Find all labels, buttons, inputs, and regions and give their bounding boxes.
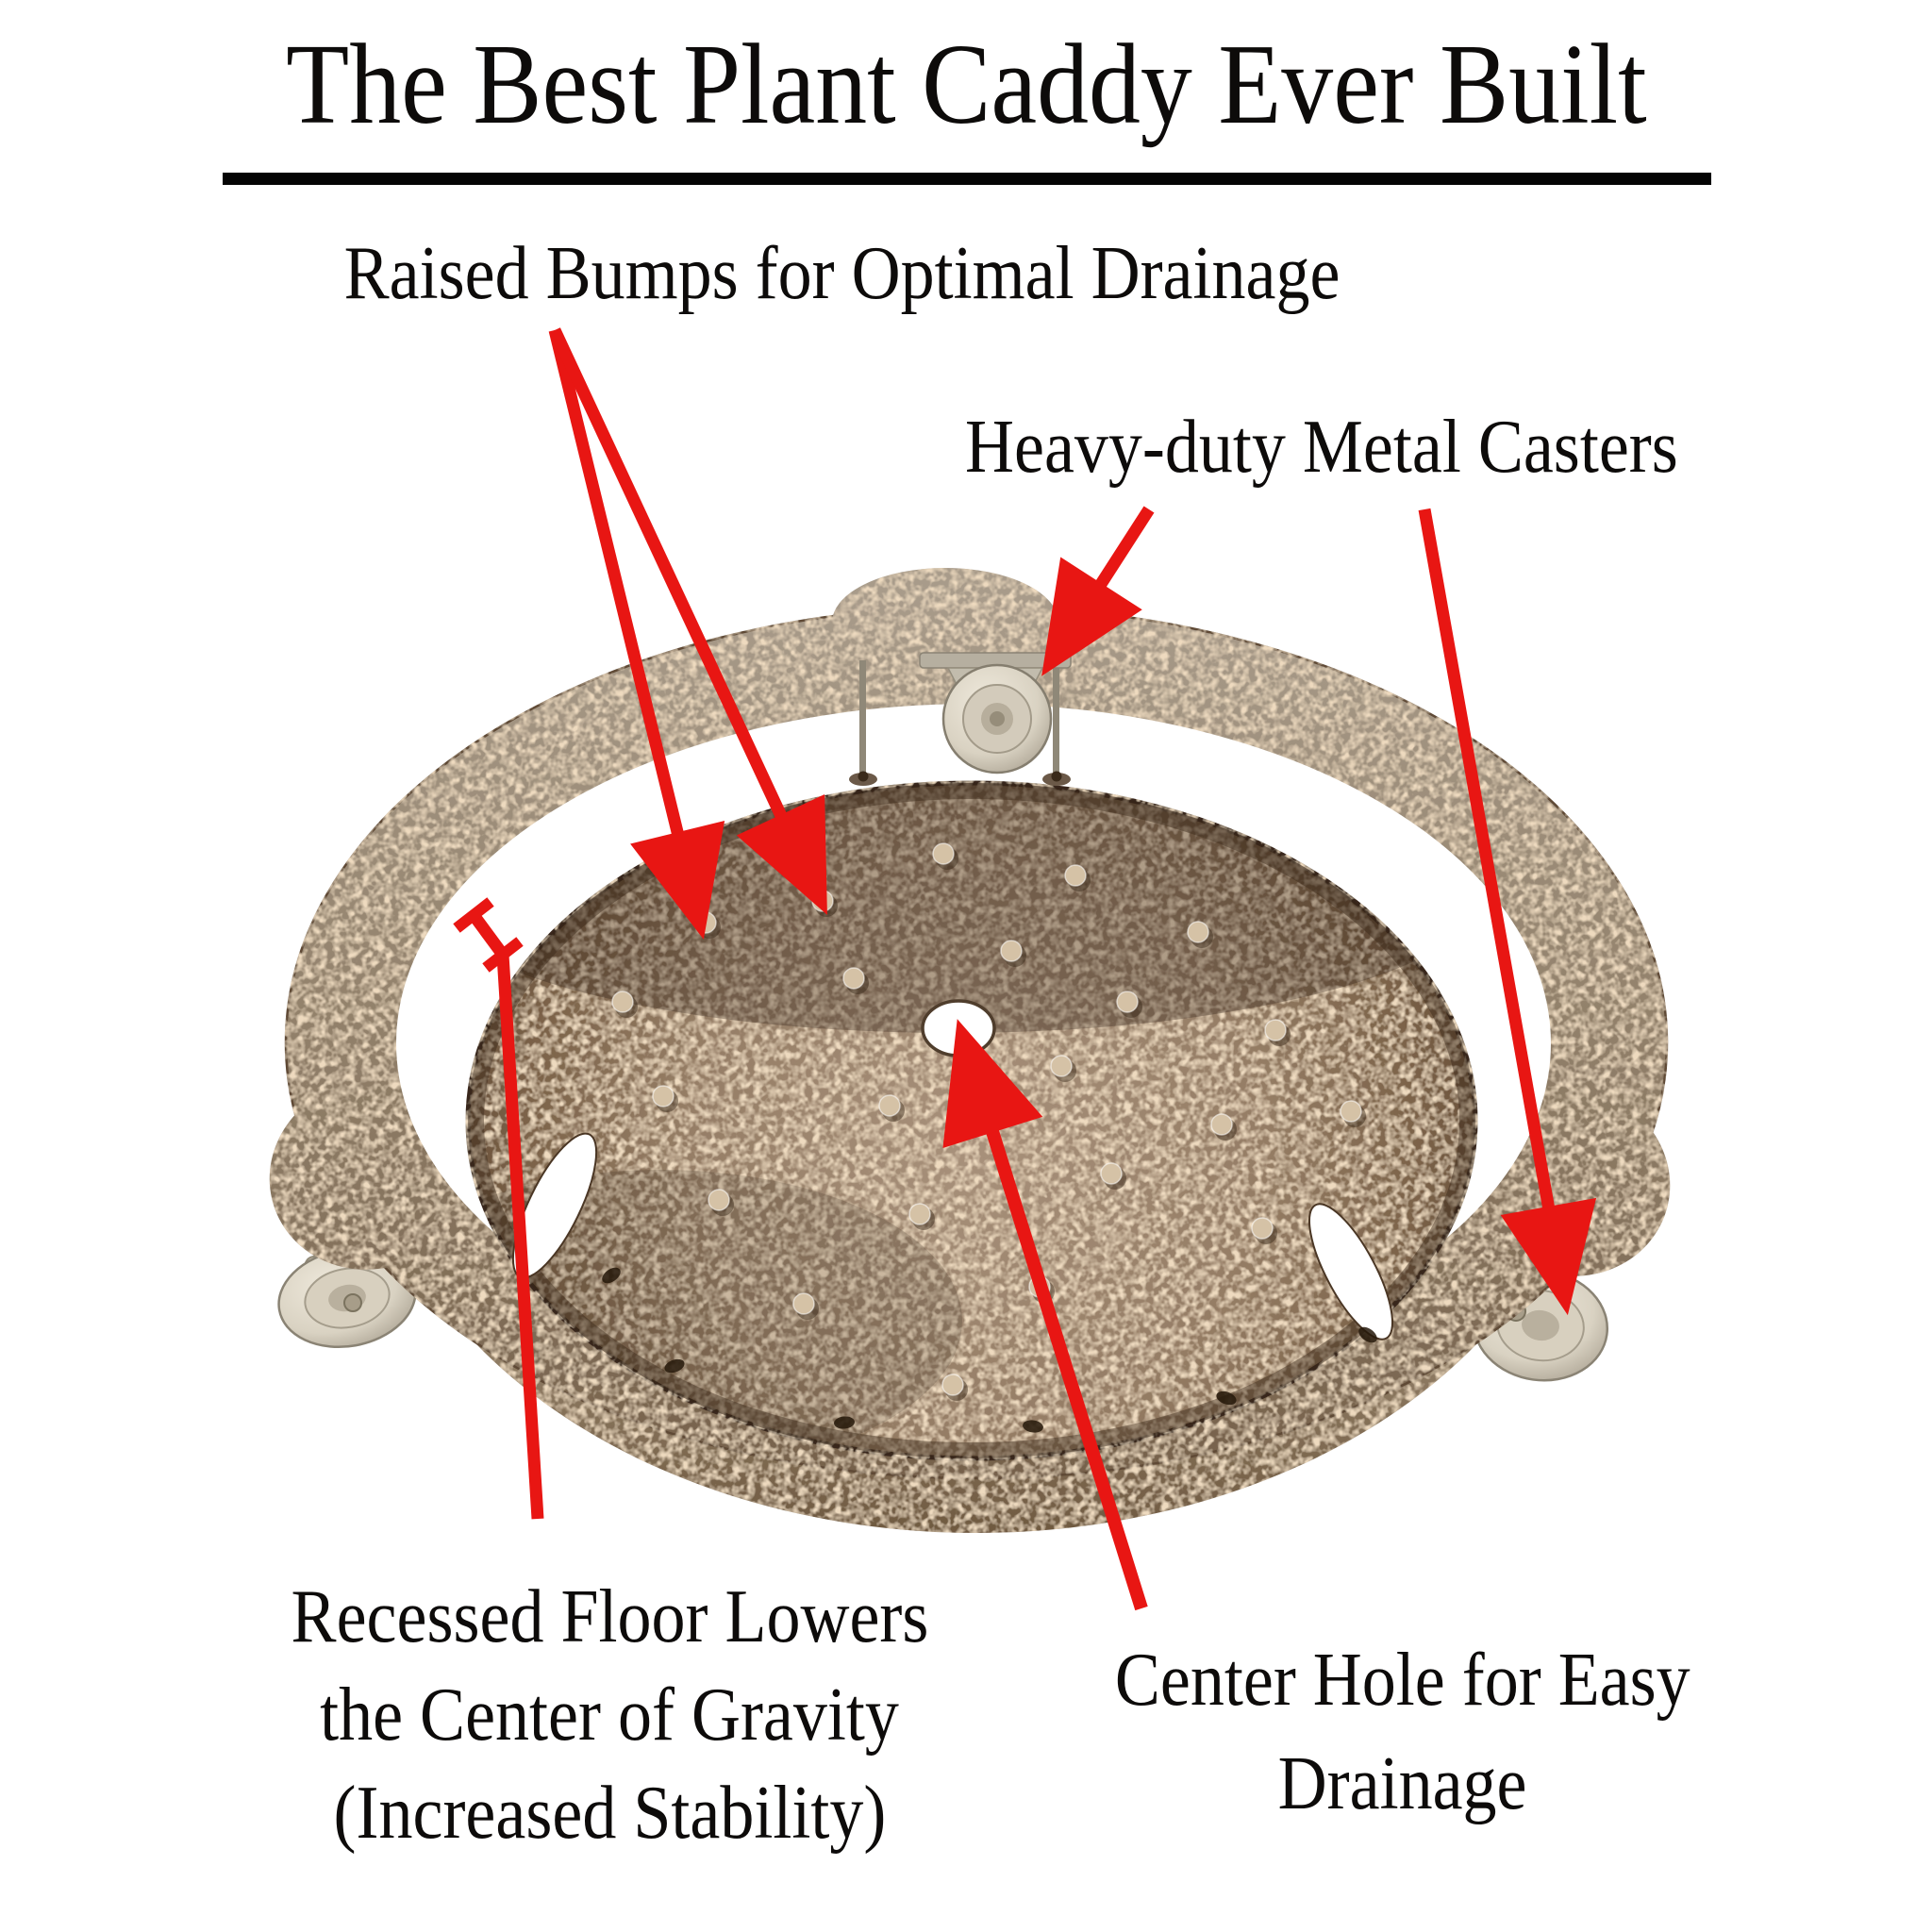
callout-metal-casters-text: Heavy-duty Metal Casters (965, 406, 1678, 489)
drainage-bumps (611, 842, 1366, 1401)
callout-recessed-line2: the Center of Gravity (320, 1674, 899, 1757)
arrow-raised-bumps-right (549, 327, 827, 915)
callout-recessed-floor: Recessed Floor Lowers the Center of Grav… (232, 1568, 987, 1862)
center-hole (921, 999, 996, 1058)
callout-center-hole-line1: Center Hole for Easy (1115, 1639, 1690, 1722)
callout-recessed-line1: Recessed Floor Lowers (291, 1575, 928, 1658)
recessed-depth-indicator (453, 897, 544, 1520)
page-title: The Best Plant Caddy Ever Built (0, 21, 1932, 148)
page-title-text: The Best Plant Caddy Ever Built (285, 21, 1647, 148)
callout-raised-bumps-text: Raised Bumps for Optimal Drainage (344, 232, 1341, 315)
title-underline (223, 173, 1711, 185)
arrow-casters-right (1418, 508, 1597, 1316)
callout-raised-bumps: Raised Bumps for Optimal Drainage (226, 232, 1458, 315)
floor-cutouts (511, 999, 1394, 1341)
arrow-raised-bumps-left (548, 328, 725, 940)
caddy-lobe-top (832, 568, 1058, 677)
callout-center-hole-line2: Drainage (1278, 1742, 1527, 1825)
line-recessed-floor (496, 954, 544, 1520)
screw-holes (602, 1267, 1377, 1433)
arrow-center-hole (942, 1019, 1148, 1611)
callout-recessed-line3: (Increased Stability) (333, 1772, 886, 1855)
annotations (453, 327, 1597, 1611)
caster-top (849, 652, 1072, 786)
arrow-casters-top (1041, 506, 1155, 676)
callout-center-hole: Center Hole for Easy Drainage (1025, 1628, 1780, 1836)
depth-cap-top (453, 897, 494, 933)
callout-metal-casters: Heavy-duty Metal Casters (913, 406, 1730, 489)
